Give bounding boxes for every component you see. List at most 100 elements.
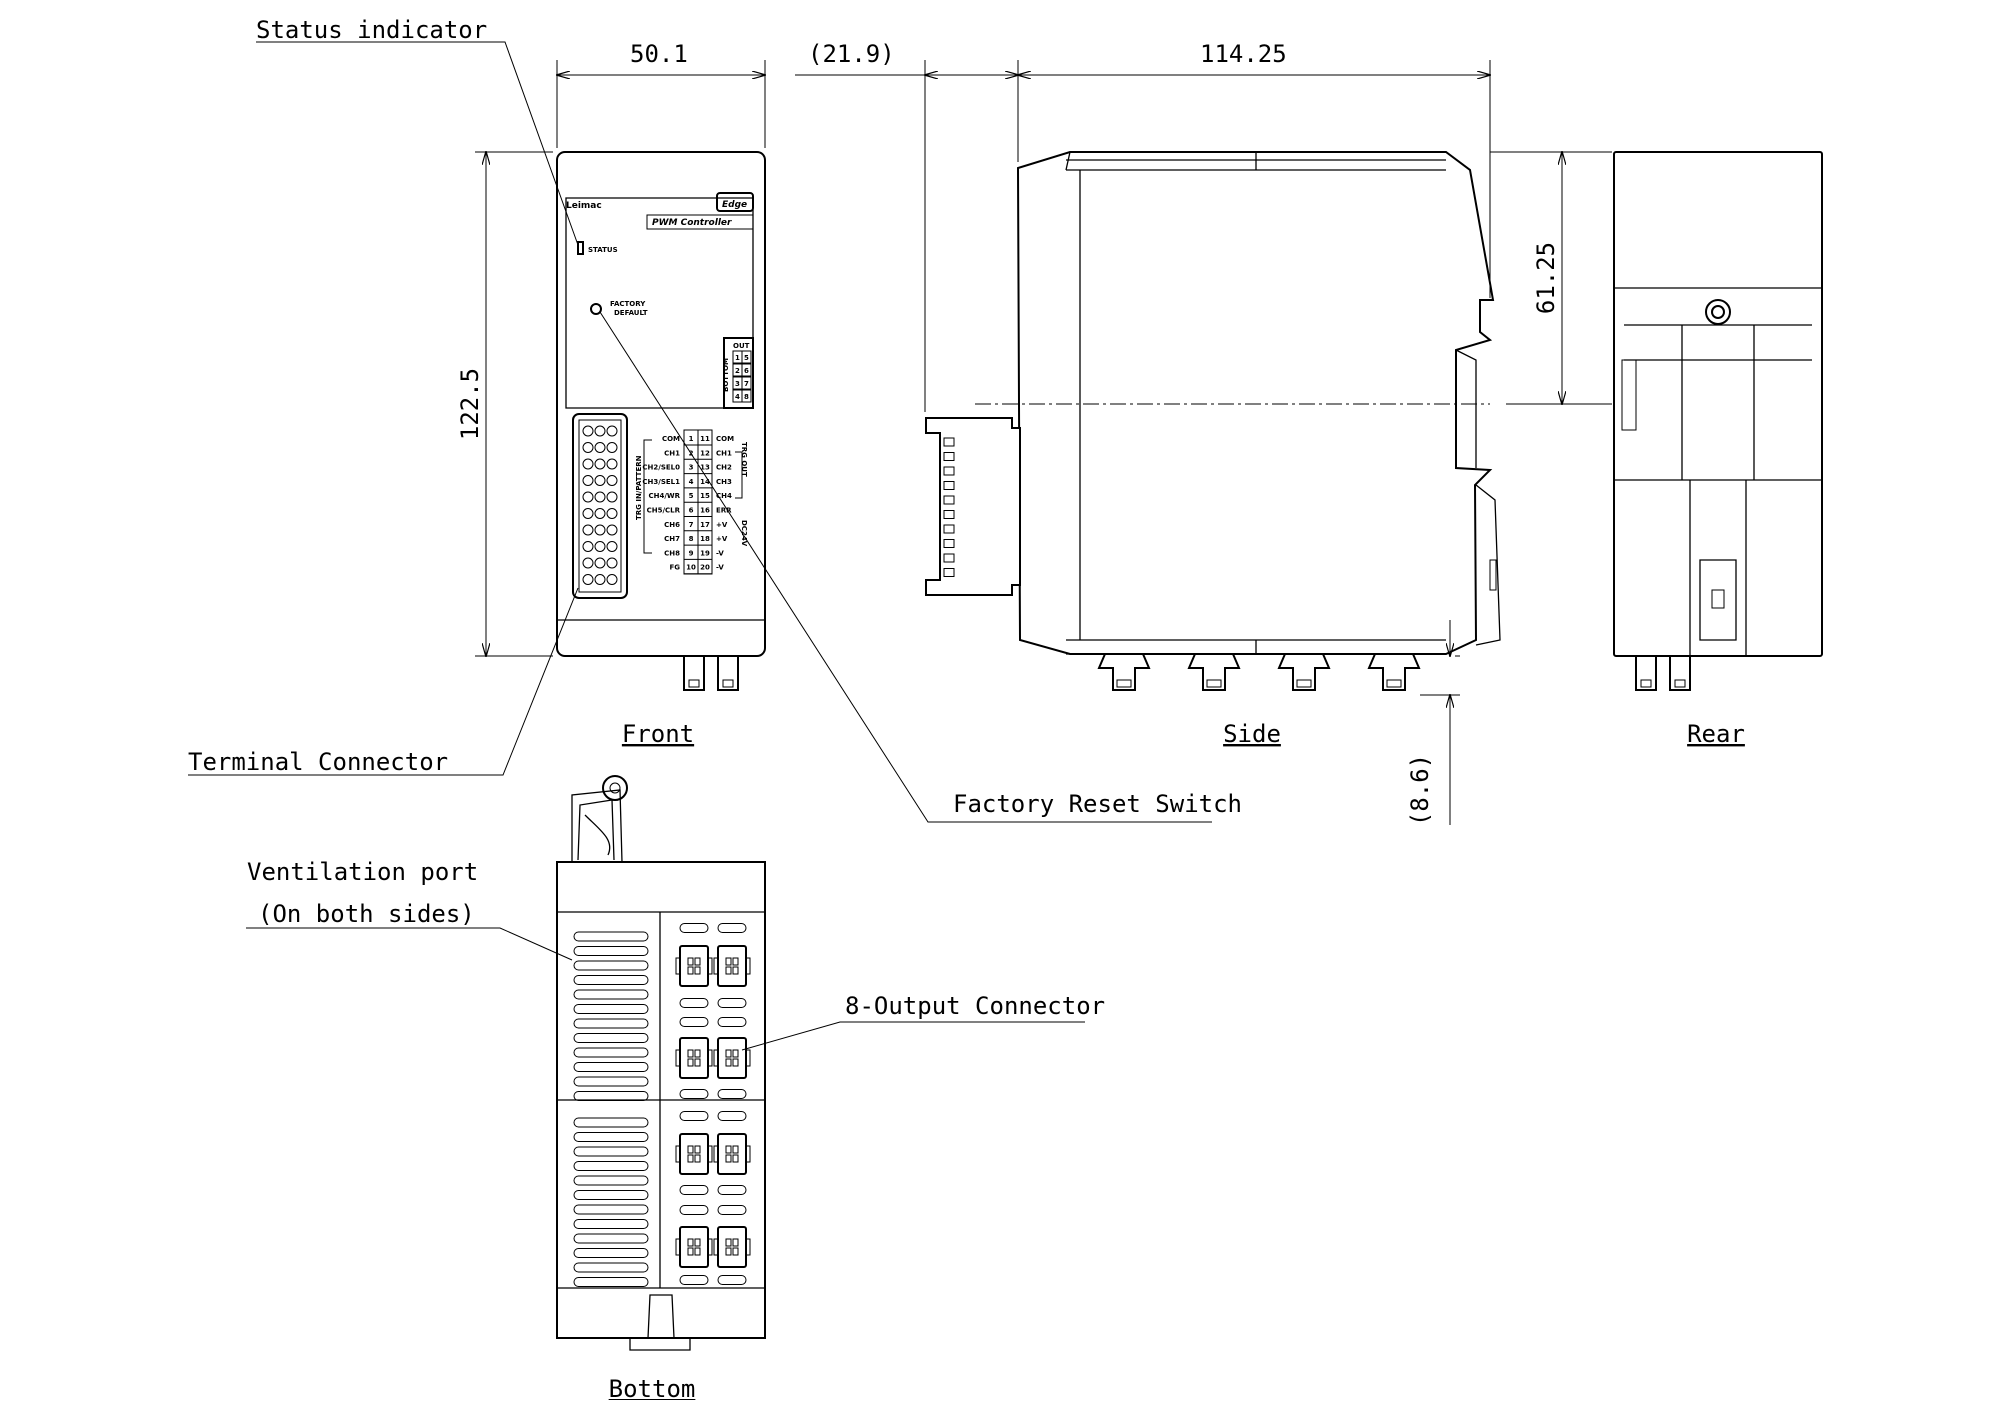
- connector-slot: [679, 1275, 709, 1285]
- terminal-right-label: -V: [716, 549, 724, 557]
- out-text: OUT: [733, 342, 750, 350]
- side-connector-tooth: [943, 481, 955, 490]
- connector-latch: [713, 957, 719, 975]
- vent-slot: [573, 1190, 649, 1200]
- terminal-right-pin: 16: [700, 507, 710, 515]
- terminal-right-pin: 18: [700, 535, 710, 543]
- connector-latch: [675, 1049, 681, 1067]
- terminal-hole: [582, 541, 594, 552]
- connector-slot: [717, 1111, 747, 1121]
- vent-slot: [573, 946, 649, 956]
- terminal-right-label: CH4: [716, 492, 732, 500]
- callouts: Status indicator Terminal Connector Fact…: [188, 16, 1242, 1051]
- terminal-hole: [582, 557, 594, 569]
- side-connector-tooth: [943, 510, 955, 519]
- connector-pin: [694, 957, 701, 966]
- terminal-hole: [606, 574, 618, 585]
- connector-pin: [687, 1154, 694, 1163]
- side-output-foot-tab: [1116, 679, 1132, 688]
- terminal-left-pin: 10: [686, 564, 696, 572]
- terminal-hole: [594, 425, 606, 437]
- terminal-right-pin: 19: [700, 549, 710, 557]
- terminal-left-label: CH4/WR: [648, 492, 680, 500]
- connector-latch: [713, 1238, 719, 1256]
- factory-default-switch[interactable]: [590, 303, 602, 315]
- vent-slot: [573, 1204, 649, 1215]
- connector-pin: [725, 1145, 732, 1154]
- connector-pin: [687, 1145, 694, 1154]
- terminal-left-label: CH5/CLR: [647, 507, 681, 515]
- connector-pin: [687, 1049, 694, 1058]
- rear-output-connectors: [1635, 656, 1691, 691]
- dim-front-width: 50.1: [630, 40, 688, 68]
- front-view: Leimac Edge PWM Controller STATUS FACTOR…: [556, 151, 766, 691]
- terminal-hole: [606, 508, 618, 519]
- connector-pin: [694, 1154, 701, 1163]
- terminal-left-pin: 1: [689, 435, 694, 443]
- terminal-right-label: -V: [716, 564, 724, 572]
- side-connector-tooth: [943, 524, 955, 534]
- terminal-right-label: ERR: [716, 507, 732, 515]
- connector-latch: [713, 1145, 719, 1163]
- product-name: PWM Controller: [652, 218, 732, 228]
- vent-slot: [573, 1146, 649, 1157]
- terminal-hole: [606, 557, 618, 569]
- dim-bottom-protrusion: (8.6): [1406, 754, 1434, 826]
- vent-slot: [573, 1233, 649, 1244]
- terminal-right-label: +V: [716, 521, 728, 529]
- terminal-hole: [606, 475, 618, 486]
- connector-pin: [732, 1049, 739, 1058]
- terminal-hole: [594, 475, 606, 486]
- side-connector-tooth: [943, 437, 955, 447]
- terminal-hole: [582, 491, 594, 503]
- terminal-left-label: CH6: [664, 521, 680, 529]
- terminal-left-pin: 9: [689, 549, 694, 557]
- connector-slot: [717, 923, 747, 933]
- connector-latch: [707, 957, 713, 975]
- connector-pin: [694, 1058, 701, 1067]
- connector-slot: [679, 1205, 709, 1215]
- side-output-connectors: [1097, 653, 1421, 691]
- vent-slot: [573, 931, 649, 942]
- connector-slot: [717, 998, 747, 1008]
- connector-slot: [679, 998, 709, 1008]
- out-pin-box: [741, 363, 752, 377]
- vent-slot: [573, 989, 649, 1000]
- power-text: DC24V: [740, 520, 748, 547]
- terminal-right-pin: 15: [700, 492, 710, 500]
- vent-slot: [573, 1018, 649, 1029]
- connector-slot: [717, 1185, 747, 1195]
- connector-pin: [687, 966, 694, 975]
- dim-rail-center: 61.25: [1532, 242, 1560, 314]
- view-titles: Front Side Rear Bottom: [609, 720, 1745, 1403]
- trg-in-bracket: [643, 439, 652, 554]
- side-output-foot-tab: [1206, 679, 1222, 688]
- terminal-hole: [594, 574, 606, 585]
- connector-pin: [732, 1058, 739, 1067]
- side-view: [925, 151, 1501, 691]
- series-logo: Edge: [722, 200, 747, 210]
- out-pin-number: 4: [735, 393, 740, 401]
- terminal-right-pin: 11: [700, 435, 710, 443]
- terminal-left-pin: 3: [689, 464, 694, 472]
- connector-pin: [725, 957, 732, 966]
- terminal-hole: [582, 524, 594, 536]
- output-connector-array[interactable]: [675, 923, 751, 1285]
- terminal-hole: [606, 541, 618, 552]
- connector-slot: [717, 1205, 747, 1215]
- connector-pin: [725, 1238, 732, 1247]
- terminal-connector[interactable]: [572, 413, 628, 599]
- terminal-hole: [594, 508, 606, 519]
- vent-slot: [573, 1047, 649, 1058]
- connector-latch: [745, 957, 751, 975]
- terminal-right-label: +V: [716, 535, 728, 543]
- terminal-hole: [582, 442, 594, 453]
- connector-latch: [745, 1049, 751, 1067]
- connector-pin: [687, 1058, 694, 1067]
- terminal-right-label: CH2: [716, 464, 732, 472]
- connector-pin: [725, 1154, 732, 1163]
- connector-latch: [707, 1145, 713, 1163]
- connector-slot: [679, 1017, 709, 1027]
